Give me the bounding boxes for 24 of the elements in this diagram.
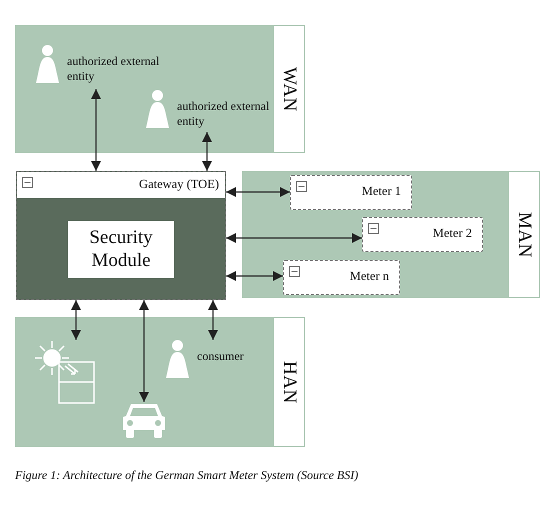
meter-box: Meter n	[283, 260, 400, 295]
entity-label: authorized external entity	[67, 54, 160, 84]
meter-box: Meter 2	[362, 217, 483, 252]
network-zone-panel	[15, 25, 305, 153]
entity-label: consumer	[197, 349, 244, 364]
arrow	[91, 89, 101, 171]
network-zone-panel	[242, 171, 540, 298]
zone-label: WAN	[274, 26, 304, 152]
zone-label: MAN	[509, 172, 539, 297]
figure-caption: Figure 1: Architecture of the German Smart Meter System (Source BSI)	[15, 468, 358, 483]
meter-box: Meter 1	[290, 175, 412, 210]
arrow	[202, 132, 212, 171]
gateway-box	[16, 171, 226, 300]
arrow	[71, 300, 81, 340]
arrow	[226, 187, 290, 197]
gateway-title: Gateway (TOE)	[139, 177, 219, 192]
module-box: Security Module	[68, 221, 174, 278]
network-zone-panel	[15, 317, 305, 447]
arrow	[226, 271, 283, 281]
arrow	[208, 300, 218, 340]
entity-label: authorized external entity	[177, 99, 270, 129]
arrow	[226, 233, 362, 243]
zone-label: HAN	[274, 318, 304, 446]
arrow	[139, 300, 149, 402]
